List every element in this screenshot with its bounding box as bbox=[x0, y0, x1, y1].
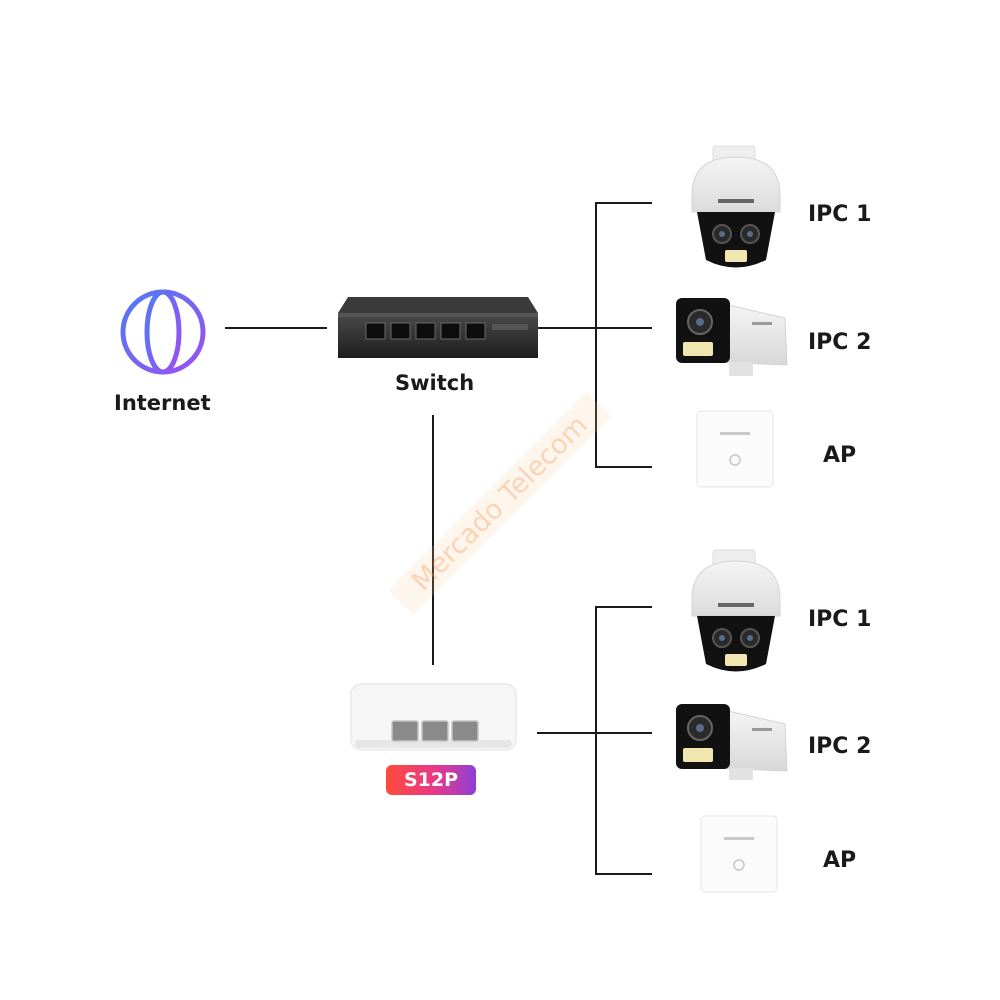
ap-device-icon bbox=[696, 410, 774, 488]
globe-icon bbox=[120, 289, 206, 375]
bottom-ipc2-label: IPC 2 bbox=[808, 734, 872, 759]
top-ipc2-label: IPC 2 bbox=[808, 330, 872, 355]
s12p-switch-icon bbox=[350, 683, 517, 751]
bottom-ap-label: AP bbox=[823, 848, 857, 873]
bus-bottom-group bbox=[595, 606, 652, 875]
top-ap-label: AP bbox=[823, 443, 857, 468]
dome-camera-icon bbox=[691, 145, 781, 268]
dome-camera-icon bbox=[691, 549, 781, 672]
switch-device-icon bbox=[338, 297, 538, 358]
bullet-camera-icon bbox=[676, 298, 788, 376]
connection-lines bbox=[225, 202, 652, 875]
bullet-camera-icon bbox=[676, 704, 788, 780]
internet-label: Internet bbox=[114, 391, 211, 415]
bus-top-group bbox=[595, 202, 652, 468]
top-ipc1-label: IPC 1 bbox=[808, 202, 872, 227]
ap-device-icon bbox=[700, 815, 778, 893]
s12p-badge: S12P bbox=[386, 765, 476, 795]
bottom-ipc1-label: IPC 1 bbox=[808, 607, 872, 632]
switch-label: Switch bbox=[395, 371, 475, 395]
